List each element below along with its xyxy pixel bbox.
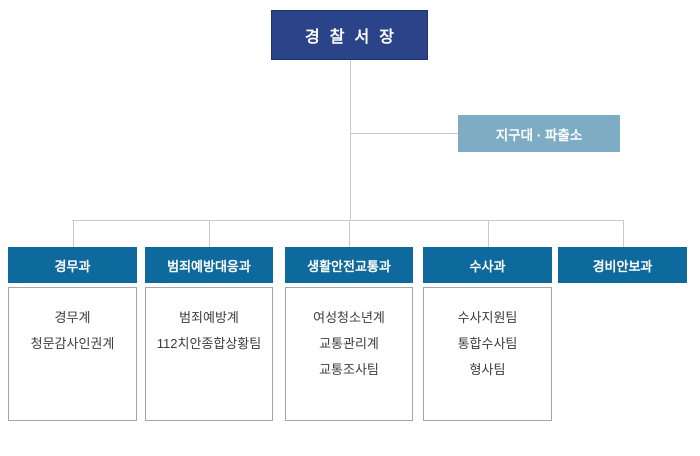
dept-subbox: 범죄예방계 112치안종합상황팀 <box>145 287 273 421</box>
connector-drop-line <box>209 220 210 247</box>
dept-team-item: 범죄예방계 <box>179 310 239 325</box>
connector-main-vertical <box>350 60 351 220</box>
dept-header-label: 경비안보과 <box>592 258 653 274</box>
dept-team-item: 경무계 <box>54 310 91 325</box>
connector-drop-line <box>488 220 489 247</box>
dept-team-item: 여성청소년계 <box>313 310 385 325</box>
dept-team-item: 교통관리계 <box>319 336 379 351</box>
dept-header: 경비안보과 <box>558 247 687 283</box>
connector-distribution-horizontal <box>72 220 623 221</box>
dept-team-item: 통합수사팀 <box>457 336 518 351</box>
dept-header: 생활안전교통과 <box>285 247 413 283</box>
dept-team-item: 교통조사팀 <box>319 362 379 377</box>
dept-header-label: 경무과 <box>54 258 91 274</box>
dept-header-label: 범죄예방대응과 <box>167 258 251 274</box>
dept-header-label: 생활안전교통과 <box>307 258 391 274</box>
substation-label: 지구대 · 파출소 <box>495 127 583 143</box>
dept-header-label: 수사과 <box>469 258 506 274</box>
dept-team-item: 형사팀 <box>469 362 506 377</box>
dept-header: 수사과 <box>423 247 552 283</box>
connector-substation-branch <box>351 133 458 134</box>
connector-drop-line <box>73 220 74 247</box>
dept-header: 범죄예방대응과 <box>145 247 273 283</box>
connector-drop-line <box>349 220 350 247</box>
dept-header: 경무과 <box>8 247 137 283</box>
connector-drop-line <box>623 220 624 247</box>
chief-box: 경찰서장 <box>271 10 428 60</box>
substation-box: 지구대 · 파출소 <box>458 115 620 152</box>
dept-team-item: 수사지원팀 <box>457 310 518 325</box>
chief-label: 경찰서장 <box>305 29 404 46</box>
dept-team-item: 청문감사인권계 <box>30 336 115 351</box>
dept-team-item: 112치안종합상황팀 <box>156 336 262 351</box>
